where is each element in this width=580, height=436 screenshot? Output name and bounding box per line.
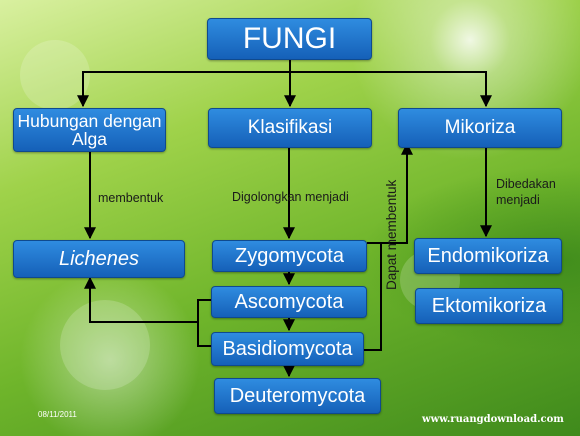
node-ektomikoriza-label: Ektomikoriza xyxy=(431,294,547,317)
edge-basidio-stub xyxy=(364,243,382,351)
edge-to-lichenes xyxy=(84,276,198,323)
edge-label-dibedakan: Dibedakan menjadi xyxy=(496,177,556,207)
node-zygomycota-label: Zygomycota xyxy=(235,244,344,267)
bokeh-light xyxy=(60,300,150,390)
edge-asco-basidio-bracket xyxy=(197,299,211,347)
node-endomikoriza-label: Endomikoriza xyxy=(427,244,549,267)
node-ektomikoriza: Ektomikoriza xyxy=(415,288,563,324)
node-fungi: FUNGI xyxy=(207,18,372,60)
edge-root-mikoriza xyxy=(290,71,492,108)
node-klasifikasi-label: Klasifikasi xyxy=(247,117,333,139)
node-ascomycota: Ascomycota xyxy=(211,286,367,318)
node-basidiomycota-label: Basidiomycota xyxy=(222,337,353,360)
node-deuteromycota: Deuteromycota xyxy=(214,378,381,414)
node-fungi-label: FUNGI xyxy=(242,22,337,56)
edge-label-digolongkan: Digolongkan menjadi xyxy=(232,190,349,204)
node-klasifikasi: Klasifikasi xyxy=(208,108,372,148)
node-ascomycota-label: Ascomycota xyxy=(234,290,344,313)
footer-date: 08/11/2011 xyxy=(38,410,77,419)
node-mikoriza: Mikoriza xyxy=(398,108,562,148)
edge-label-dapat-membentuk: Dapat membentuk xyxy=(384,179,399,290)
node-hubungan-alga: Hubungan dengan Alga xyxy=(13,108,166,152)
node-endomikoriza: Endomikoriza xyxy=(414,238,562,274)
node-lichenes-label: Lichenes xyxy=(58,247,140,270)
node-mikoriza-label: Mikoriza xyxy=(444,117,516,139)
node-zygomycota: Zygomycota xyxy=(212,240,367,272)
footer-url: www.ruangdownload.com xyxy=(422,414,564,425)
edge-root-alga xyxy=(77,71,290,108)
node-hubungan-alga-label: Hubungan dengan Alga xyxy=(17,110,162,149)
node-basidiomycota: Basidiomycota xyxy=(211,332,364,366)
node-deuteromycota-label: Deuteromycota xyxy=(229,384,366,407)
edge-label-membentuk: membentuk xyxy=(98,191,164,205)
edge-to-mikoriza xyxy=(381,142,413,244)
node-lichenes: Lichenes xyxy=(13,240,185,278)
